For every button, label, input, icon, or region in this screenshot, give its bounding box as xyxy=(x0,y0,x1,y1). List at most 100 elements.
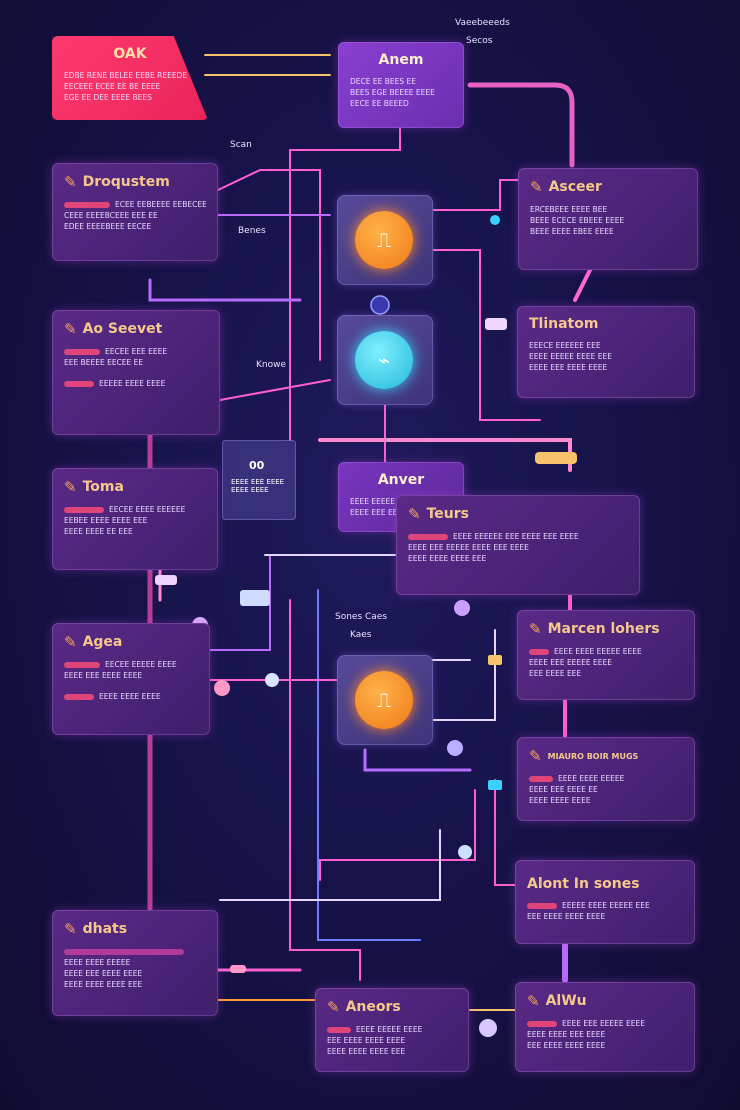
card-line: DECE EE BEES EE xyxy=(350,77,416,86)
card-title: Anem xyxy=(378,52,424,68)
card-line: EEEE EEEE EEEE EEE xyxy=(64,980,143,989)
header-label: Vaeebeeeds xyxy=(455,18,510,28)
card-aneors[interactable]: ✎ Aneors EEEE EEEEE EEEE EEE EEEE EEEE EE… xyxy=(315,988,469,1072)
card-line: EEEE EEEE EEE EEEE xyxy=(527,1030,606,1039)
card-line: BEEE EEEE EBEE EEEE xyxy=(530,227,614,236)
pipeline-tool-icon: ✎ xyxy=(327,998,340,1016)
card-line: EECE EE BEEED xyxy=(350,99,409,108)
card-boir-mugs[interactable]: ✎ MIAURO BOIR MUGS EEEE EEEE EEEEE EEEE E… xyxy=(517,737,695,821)
card-line: EEEEE EEEE EEEE xyxy=(99,379,166,388)
card-alont-in-sones[interactable]: Alont In sones EEEEE EEEE EEEEE EEE EEE … xyxy=(515,860,695,944)
card-line: EEEE EEEE EEEEE xyxy=(64,958,131,967)
card-line: EEEE EEE EEEEE EEEE xyxy=(562,1019,645,1028)
pipeline-tool-icon: ✎ xyxy=(529,747,542,765)
card-line: EEEE EEE EEEE EEEE xyxy=(64,969,143,978)
card-title: Tlinatom xyxy=(529,316,599,332)
card-line: EDBE RENE BELEE EEBE REEEDE xyxy=(64,71,188,80)
card-title: Marcen lohers xyxy=(547,621,660,637)
card-line: EECEE EEEEE EEEE xyxy=(105,660,177,669)
card-line: EEEE EEEE EEEEE xyxy=(558,774,625,783)
card-tlinatom[interactable]: Tlinatom EEECE EEEEEE EEE EEEE EEEEE EEE… xyxy=(517,306,695,398)
card-title: Ao Seevet xyxy=(82,321,163,337)
pipeline-tool-icon: ✎ xyxy=(64,633,77,651)
card-title: Droqustem xyxy=(82,174,170,190)
scan-label: Scan xyxy=(230,140,252,150)
card-agea[interactable]: ✎ Agea EECEE EEEEE EEEE EEEE EEE EEEE EEE… xyxy=(52,623,210,735)
card-title: MIAURO BOIR MUGS xyxy=(547,751,639,761)
card-title: Alont In sones xyxy=(527,876,640,892)
card-droqustem[interactable]: ✎ Droqustem ECEE EEBEEEE EEBECEEE EEE CEE… xyxy=(52,163,218,261)
card-line: EDEE EEEEBEEE EECEE xyxy=(64,222,152,231)
process-node-top[interactable]: ⎍ xyxy=(337,195,433,285)
card-line: EEECE EEEEEE EEE xyxy=(529,341,601,350)
card-line: BEEE ECECE EBEEE EEEE xyxy=(530,216,625,225)
node-glyph-icon: ⎍ xyxy=(355,211,413,269)
card-line: EECEE EEEE EEEEEE xyxy=(109,505,186,514)
card-title: dhats xyxy=(82,921,128,937)
process-node-bottom[interactable]: ⎍ xyxy=(337,655,433,745)
card-line: EEEE EEEE EEEE xyxy=(529,796,591,805)
pipeline-tool-icon: ✎ xyxy=(64,320,77,338)
card-line: EEEE EEE EEEEE EEEE xyxy=(529,658,612,667)
card-line: EEEE EEEE EE EEE xyxy=(64,527,133,536)
card-title: Aneors xyxy=(345,999,401,1015)
card-ao-seevet[interactable]: ✎Ao Seevet EECEE EEE EEEE EEE BEEEE EECE… xyxy=(52,310,220,435)
process-node-middle[interactable]: ⌁ xyxy=(337,315,433,405)
card-toma[interactable]: ✎Toma EECEE EEEE EEEEEE EEBEE EEEE EEEE … xyxy=(52,468,218,570)
card-title: Teurs xyxy=(426,506,469,522)
card-title: Asceer xyxy=(548,179,602,195)
card-line: EEEE EEEEEE EEE EEEE EEE EEEE xyxy=(453,532,579,541)
card-line: BEES EGE BEEEE EEEE xyxy=(350,88,435,97)
knowe-label: Knowe xyxy=(256,360,287,370)
pipeline-tool-icon: ✎ xyxy=(64,920,77,938)
node-glyph-icon: ⌁ xyxy=(355,331,413,389)
card-title: Anver xyxy=(377,472,425,488)
pipeline-tool-icon: ✎ xyxy=(527,992,540,1010)
pipeline-tool-icon: ✎ xyxy=(530,178,543,196)
card-line: EECEE EEE EEEE xyxy=(105,347,168,356)
card-line: EEEE EEEE EEEE EEE xyxy=(327,1047,406,1056)
bene-label: Benes xyxy=(238,226,266,236)
node-glyph-icon: ⎍ xyxy=(355,671,413,729)
header-sublabel: Secos xyxy=(466,36,493,46)
glass-title: 00 xyxy=(249,459,265,472)
card-line: EEEE EEEE EEEE xyxy=(99,692,161,701)
pipeline-tool-icon: ✎ xyxy=(64,173,77,191)
card-anem[interactable]: Anem DECE EE BEES EE BEES EGE BEEEE EEEE… xyxy=(338,42,464,128)
pipeline-tool-icon: ✎ xyxy=(408,505,421,523)
card-line: EEE EEEE EEEE EEEE xyxy=(327,1036,406,1045)
card-line: EEEE EEEEE EEEE xyxy=(356,1025,423,1034)
card-line: CEEE EEEEBCEEE EEE EE xyxy=(64,211,158,220)
card-line: ECEE EEBEEEE EEBECEEE EEE xyxy=(115,200,206,209)
card-alwu[interactable]: ✎ AlWu EEEE EEE EEEEE EEEE EEEE EEEE EEE … xyxy=(515,982,695,1072)
card-line: EEEE EEE EEEE EE xyxy=(529,785,598,794)
glass-panel: 00 EEEE EEE EEEE EEEE EEEE xyxy=(222,440,296,520)
pipeline-tool-icon: ✎ xyxy=(529,620,542,638)
card-line: EEEEE EEEE EEEEE EEE xyxy=(562,901,650,910)
card-line: EEE EEEE EEE xyxy=(529,669,582,678)
sones-label: Sones Caes xyxy=(335,612,388,622)
card-line: ERCEBEEE EEEE BEE xyxy=(530,205,608,214)
pipeline-tool-icon: ✎ xyxy=(64,478,77,496)
card-title: OAK xyxy=(113,46,147,62)
card-title: Toma xyxy=(82,479,124,495)
card-line: EEEE EEEE EEEEE EEEE xyxy=(554,647,642,656)
card-line: EEEE EEEE EEEE EEE xyxy=(408,554,487,563)
card-line: EEEE EEE EEEE EEEE xyxy=(64,671,143,680)
card-line: EGE EE DEE EEEE BEES xyxy=(64,93,152,102)
card-line: EEEE EEEEE EEEE xyxy=(350,497,417,506)
card-line: EEEE EEE EEEEE EEEE EEE EEEE xyxy=(408,543,529,552)
card-asceer[interactable]: ✎ Asceer ERCEBEEE EEEE BEE BEEE ECECE EBE… xyxy=(518,168,698,270)
card-line: EEEE EEE EEEE xyxy=(350,508,407,517)
kaes-label: Kaes xyxy=(350,630,372,640)
card-line: EEEE EEE EEEE EEEE xyxy=(529,363,608,372)
card-marcen-lohers[interactable]: ✎ Marcen lohers EEEE EEEE EEEEE EEEE EEEE… xyxy=(517,610,695,700)
card-title: Agea xyxy=(82,634,123,650)
card-title: AlWu xyxy=(545,993,587,1009)
card-line: EECEEE ECEE EE BE EEEE xyxy=(64,82,161,91)
card-teurs[interactable]: ✎ Teurs EEEE EEEEEE EEE EEEE EEE EEEE EEE… xyxy=(396,495,640,595)
card-line: EEE EEEE EEEE EEEE xyxy=(527,912,606,921)
card-line: EEE EEEE EEEE EEEE xyxy=(527,1041,606,1050)
card-dhats[interactable]: ✎ dhats EEEE EEEE EEEEE EEEE EEE EEEE EEE… xyxy=(52,910,218,1016)
